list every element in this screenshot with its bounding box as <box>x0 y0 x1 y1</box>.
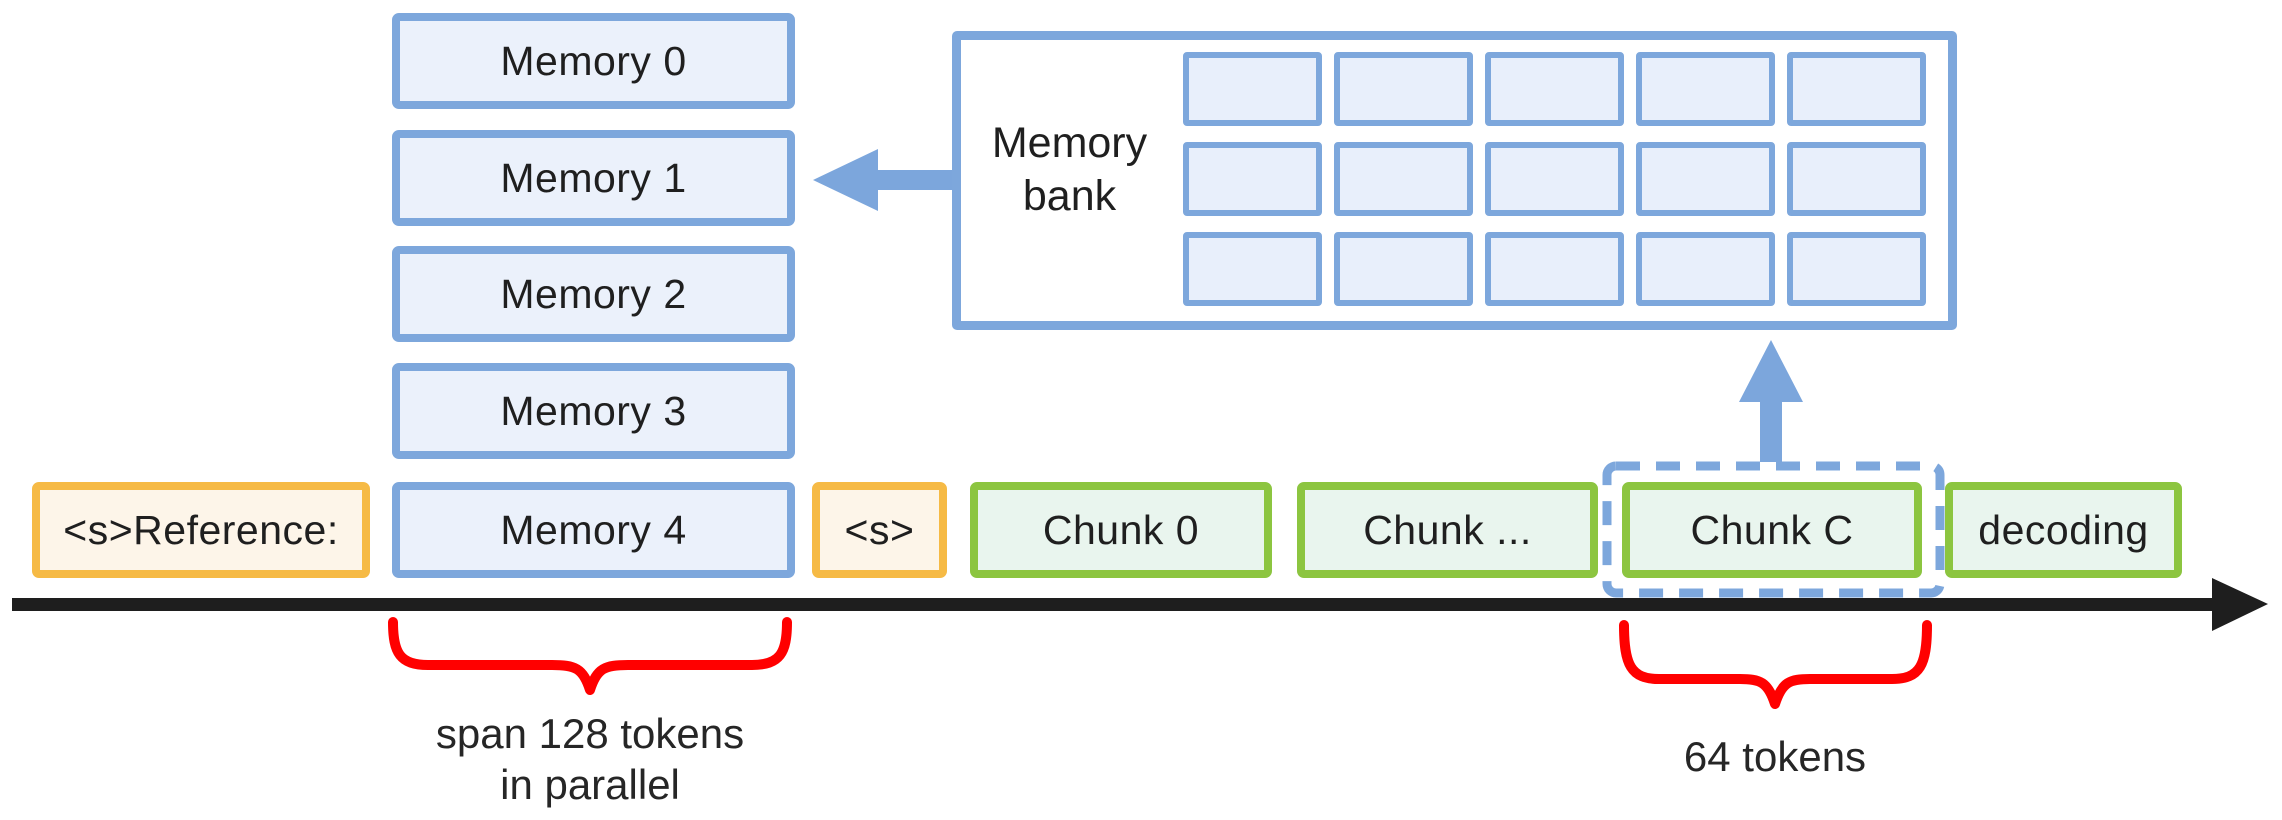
chunk-0-box: Chunk 0 <box>970 482 1272 578</box>
memory-bank-label-line2: bank <box>1022 172 1117 220</box>
memory-bank-cell <box>1183 52 1322 126</box>
memory-3-box: Memory 3 <box>392 363 795 459</box>
bos-token-label: <s> <box>844 506 915 553</box>
64-tokens-annotation: 64 tokens <box>1683 733 1867 780</box>
memory-bank-cell <box>1485 142 1624 216</box>
decoding-box: decoding <box>1945 482 2182 578</box>
reference-token-label: <s>Reference: <box>63 506 339 553</box>
chunk-0-label: Chunk 0 <box>1042 506 1200 553</box>
memory-bank-cell <box>1787 232 1926 306</box>
memory-bank-cell <box>1636 52 1775 126</box>
chunk-dots-box: Chunk ... <box>1297 482 1598 578</box>
memory-bank-cell <box>1787 52 1926 126</box>
memory-4-box: Memory 4 <box>392 482 795 578</box>
memory-bank-cell <box>1334 52 1473 126</box>
memory-3-label: Memory 3 <box>500 387 687 434</box>
memory-0-label: Memory 0 <box>500 37 687 84</box>
memory-bank-cell <box>1485 52 1624 126</box>
span-tokens-line2: in parallel <box>500 761 680 808</box>
memory-bank-cell <box>1636 232 1775 306</box>
chunk-to-bank-arrow-icon <box>1739 340 1803 462</box>
memory-1-label: Memory 1 <box>500 154 687 201</box>
memory-bank-cell <box>1787 142 1926 216</box>
bos-token-box: <s> <box>812 482 947 578</box>
memory-2-label: Memory 2 <box>500 270 687 317</box>
memory-bank-cell <box>1636 142 1775 216</box>
memory-bank-cell <box>1183 142 1322 216</box>
memory-bank-label: Memory bank <box>952 117 1187 223</box>
memory-4-label: Memory 4 <box>500 506 687 553</box>
chunk-c-label: Chunk C <box>1690 506 1854 553</box>
left-brace-icon <box>388 617 792 695</box>
span-tokens-annotation: span 128 tokens in parallel <box>340 708 840 810</box>
decoding-label: decoding <box>1978 506 2149 553</box>
memory-bank-label-line1: Memory <box>991 119 1148 167</box>
memory-2-box: Memory 2 <box>392 246 795 342</box>
memory-bank-cell <box>1334 142 1473 216</box>
memory-bank-cell <box>1334 232 1473 306</box>
reference-token-box: <s>Reference: <box>32 482 370 578</box>
memory-bank-cell <box>1183 232 1322 306</box>
chunk-dots-label: Chunk ... <box>1363 506 1532 553</box>
span-tokens-line1: span 128 tokens <box>435 710 745 757</box>
right-brace-icon <box>1619 620 1932 709</box>
chunk-c-box: Chunk C <box>1622 482 1922 578</box>
memory-bank-grid <box>1183 52 1926 306</box>
bank-to-memory-arrow-icon <box>813 149 952 211</box>
memory-1-box: Memory 1 <box>392 130 795 226</box>
timeline-arrow-icon <box>12 578 2268 631</box>
memory-0-box: Memory 0 <box>392 13 795 109</box>
memory-bank-cell <box>1485 232 1624 306</box>
